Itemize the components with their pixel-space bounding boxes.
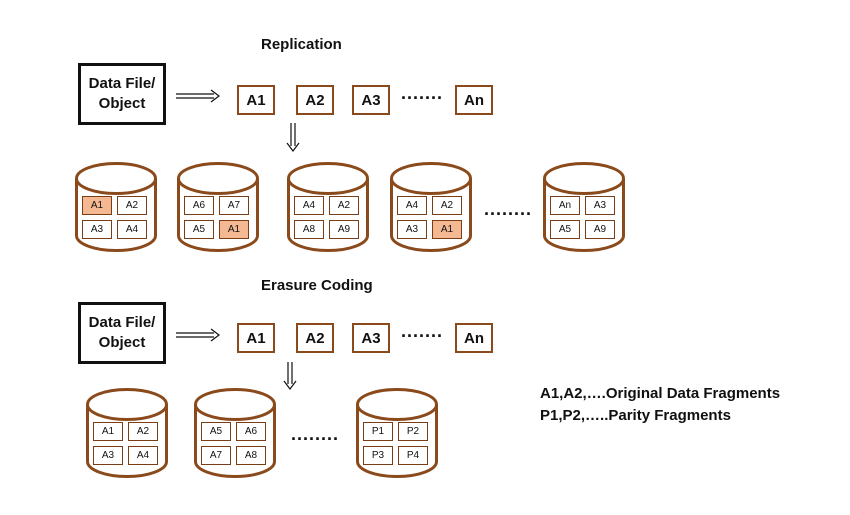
fragment-cell: A6 [184, 196, 214, 215]
erasure-source-box: Data File/ Object [78, 302, 166, 364]
replication-title: Replication [261, 36, 342, 53]
fragment-cell-highlighted: A1 [82, 196, 112, 215]
erasure-down-arrow [283, 362, 297, 390]
fragment-cell: A6 [236, 422, 266, 441]
fragment-cell: P3 [363, 446, 393, 465]
replication-fragment: An [455, 85, 493, 115]
fragment-cell: An [550, 196, 580, 215]
fragment-cell-highlighted: A1 [219, 220, 249, 239]
fragment-cell: A5 [550, 220, 580, 239]
fragment-cell: A4 [128, 446, 158, 465]
erasure-right-arrow [176, 328, 220, 342]
fragment-cell: A3 [93, 446, 123, 465]
replication-source-box: Data File/ Object [78, 63, 166, 125]
replication-fragment: A2 [296, 85, 334, 115]
fragment-cell: A7 [201, 446, 231, 465]
legend-parity-fragments: P1,P2,…..Parity Fragments [540, 407, 731, 424]
erasure-fragment-ellipsis: ....... [401, 321, 444, 341]
fragment-cell: A3 [397, 220, 427, 239]
fragment-cell: A5 [184, 220, 214, 239]
replication-disk-ellipsis: ........ [484, 199, 533, 219]
fragment-cell: A2 [329, 196, 359, 215]
fragment-cell: P1 [363, 422, 393, 441]
fragment-cell: A8 [236, 446, 266, 465]
fragment-cell: A3 [82, 220, 112, 239]
fragment-cell: A4 [397, 196, 427, 215]
erasure-coding-title: Erasure Coding [261, 277, 373, 294]
fragment-cell: P4 [398, 446, 428, 465]
replication-fragment: A1 [237, 85, 275, 115]
replication-fragment-ellipsis: ....... [401, 83, 444, 103]
fragment-cell: A4 [294, 196, 324, 215]
fragment-cell: A2 [117, 196, 147, 215]
fragment-cell: P2 [398, 422, 428, 441]
fragment-cell-highlighted: A1 [432, 220, 462, 239]
fragment-cell: A9 [585, 220, 615, 239]
erasure-disk-ellipsis: ........ [291, 424, 340, 444]
fragment-cell: A9 [329, 220, 359, 239]
legend-original-fragments: A1,A2,….Original Data Fragments [540, 385, 781, 402]
fragment-cell: A8 [294, 220, 324, 239]
legend: A1,A2,….Original Data Fragments P1,P2,….… [540, 383, 780, 427]
fragment-cell: A7 [219, 196, 249, 215]
fragment-cell: A5 [201, 422, 231, 441]
replication-fragment: A3 [352, 85, 390, 115]
replication-source-label: Data File/ Object [88, 75, 156, 112]
replication-right-arrow [176, 89, 220, 103]
replication-down-arrow [286, 123, 300, 152]
fragment-cell: A1 [93, 422, 123, 441]
fragment-cell: A2 [128, 422, 158, 441]
fragment-cell: A4 [117, 220, 147, 239]
erasure-source-label: Data File/ Object [88, 314, 156, 351]
erasure-fragment: A3 [352, 323, 390, 353]
erasure-fragment: A2 [296, 323, 334, 353]
erasure-fragment: An [455, 323, 493, 353]
fragment-cell: A3 [585, 196, 615, 215]
fragment-cell: A2 [432, 196, 462, 215]
erasure-fragment: A1 [237, 323, 275, 353]
